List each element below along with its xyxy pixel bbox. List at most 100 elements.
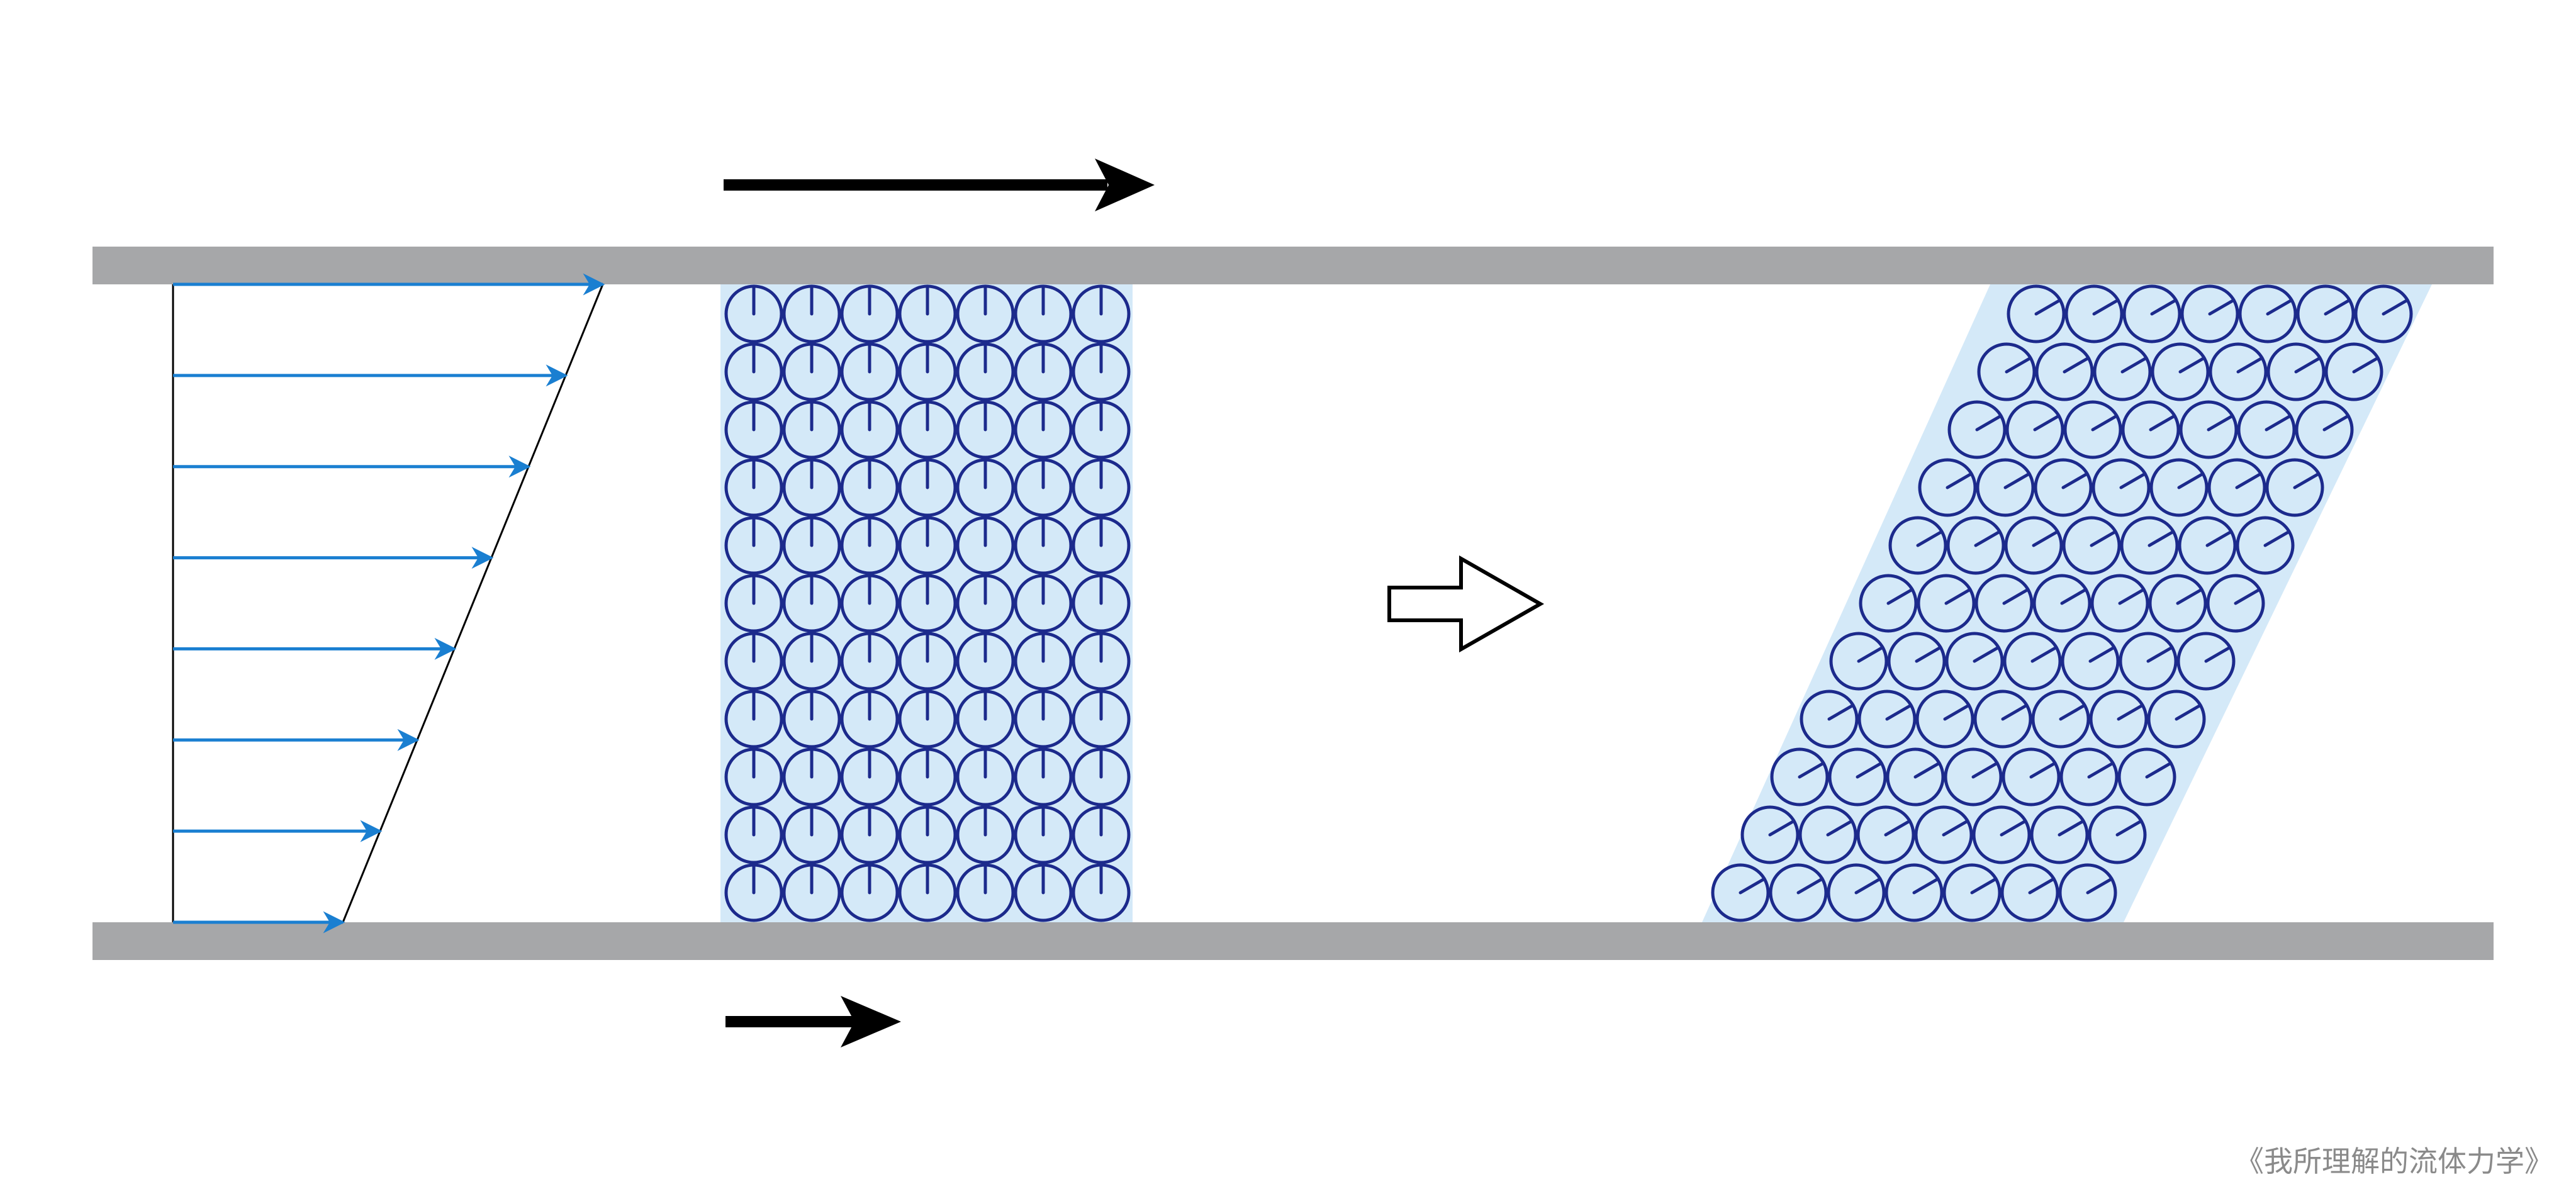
arrow-right-icon [725, 996, 901, 1047]
sheared-particle [2149, 458, 2209, 517]
sheared-particle [2265, 458, 2324, 517]
sheared-particle [1857, 689, 1917, 749]
sheared-particle [2206, 574, 2265, 633]
initial-particle [1072, 516, 1131, 575]
sheared-particle [2180, 284, 2239, 343]
initial-particle [724, 458, 783, 517]
sheared-particle [2089, 689, 2148, 749]
initial-particle [898, 574, 957, 633]
initial-particle [840, 805, 899, 864]
sheared-particle [2354, 284, 2413, 343]
sheared-particle [2004, 516, 2063, 575]
sheared-particle [1945, 632, 2004, 691]
initial-particle [956, 284, 1015, 343]
initial-particle [724, 805, 783, 864]
sheared-particle [2324, 342, 2383, 401]
sheared-particle [1856, 805, 1915, 864]
initial-particle [840, 284, 899, 343]
initial-particle [782, 342, 841, 401]
initial-particle [1014, 805, 1073, 864]
sheared-particle [2063, 400, 2122, 459]
initial-particle [724, 574, 783, 633]
velocity-profile [172, 273, 605, 934]
initial-particle [1072, 863, 1131, 922]
sheared-particle [1740, 805, 1800, 864]
initial-particle [724, 284, 783, 343]
sheared-particle [2090, 574, 2149, 633]
sheared-particle [2209, 342, 2268, 401]
initial-particle [956, 516, 1015, 575]
initial-particle [840, 516, 899, 575]
initial-particle [782, 516, 841, 575]
initial-particle [724, 863, 783, 922]
sheared-particle [2120, 516, 2179, 575]
initial-particle [1014, 342, 1073, 401]
sheared-particle [2030, 805, 2089, 864]
sheared-particle [2147, 689, 2206, 749]
bottom-plate [92, 922, 2494, 960]
sheared-particle [1946, 516, 2005, 575]
sheared-particle [2062, 516, 2121, 575]
initial-particle [1014, 747, 1073, 807]
source-caption: 《我所理解的流体力学》 [2235, 1144, 2553, 1178]
sheared-particle [1944, 747, 2003, 807]
initial-particle [898, 689, 957, 749]
sheared-particle [1972, 805, 2031, 864]
initial-particle [1014, 574, 1073, 633]
sheared-particle [1918, 458, 1977, 517]
sheared-particle [1887, 632, 1946, 691]
sheared-particle [2031, 689, 2090, 749]
initial-particle [956, 458, 1015, 517]
sheared-particle [1976, 458, 2035, 517]
initial-particle [1072, 747, 1131, 807]
sheared-particle [1888, 516, 1947, 575]
initial-particle [1072, 458, 1131, 517]
sheared-particle [2002, 747, 2061, 807]
initial-particle [782, 400, 841, 459]
sheared-particle [2064, 284, 2124, 343]
initial-particle [956, 632, 1015, 691]
initial-particle [1014, 689, 1073, 749]
initial-particle [1014, 284, 1073, 343]
sheared-particle [2178, 516, 2237, 575]
initial-particle [724, 400, 783, 459]
sheared-particle [1769, 863, 1828, 922]
initial-particle [782, 632, 841, 691]
sheared-particle [2266, 342, 2326, 401]
sheared-particle [2059, 747, 2119, 807]
sheared-particle [2061, 632, 2120, 691]
initial-particle [898, 747, 957, 807]
sheared-particle [1914, 805, 1973, 864]
hollow-arrow-right-icon [1387, 555, 1545, 653]
sheared-particle [2121, 400, 2180, 459]
initial-particle [898, 400, 957, 459]
sheared-particle [2092, 458, 2151, 517]
initial-particle [782, 689, 841, 749]
sheared-particle [1828, 747, 1887, 807]
initial-particle [898, 516, 957, 575]
initial-particle [1072, 342, 1131, 401]
sheared-particle [2117, 747, 2176, 807]
initial-particle [840, 400, 899, 459]
arrow-right-icon [724, 159, 1155, 211]
initial-particle [840, 458, 899, 517]
sheared-particle [2179, 400, 2238, 459]
initial-particle [1014, 400, 1073, 459]
initial-particle [1014, 516, 1073, 575]
sheared-particle [1973, 689, 2032, 749]
sheared-particle [1829, 632, 1888, 691]
initial-particle [898, 458, 957, 517]
sheared-particle [2295, 400, 2354, 459]
sheared-particle [2034, 458, 2093, 517]
sheared-particle [2236, 516, 2295, 575]
sheared-particle [2207, 458, 2266, 517]
sheared-particle [1942, 863, 2002, 922]
initial-particle [1072, 400, 1131, 459]
sheared-particle [2296, 284, 2355, 343]
initial-particle [782, 805, 841, 864]
sheared-particle [1711, 863, 1770, 922]
initial-particle [724, 342, 783, 401]
sheared-particle [1947, 400, 2007, 459]
initial-particle [724, 689, 783, 749]
